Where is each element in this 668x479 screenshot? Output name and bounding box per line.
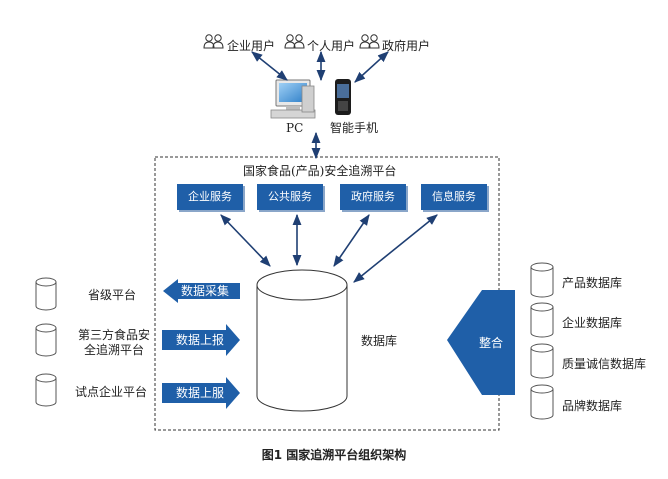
quality-db-icon (530, 343, 554, 379)
pc-label: PC (286, 121, 304, 135)
data-report-label: 数据上报 (176, 333, 225, 347)
platform-title: 国家食品(产品)安全追溯平台 (243, 164, 397, 178)
third-party-platform-label-2: 全追溯平台 (84, 343, 145, 357)
service-public: 公共服务 (257, 184, 323, 210)
figure-caption: 图1 国家追溯平台组织架构 (261, 448, 407, 462)
individual-user-icon (284, 34, 305, 49)
phone-icon (335, 79, 351, 115)
data-report2-arrow (162, 377, 240, 409)
service-government: 政府服务 (340, 184, 406, 210)
third-party-platform-label-1: 第三方食品安 (78, 328, 151, 342)
provincial-platform-label: 省级平台 (88, 288, 137, 302)
enterprise-db-label: 企业数据库 (562, 316, 623, 330)
phone-label: 智能手机 (330, 121, 379, 135)
central-database-cylinder (256, 269, 348, 412)
data-collect-arrow (163, 279, 240, 303)
data-collect-label: 数据采集 (181, 284, 230, 298)
enterprise-user-label: 企业用户 (227, 39, 276, 53)
enterprise-db-icon (530, 302, 554, 338)
individual-user-label: 个人用户 (307, 39, 356, 53)
service-information: 信息服务 (421, 184, 487, 210)
pilot-db-icon (35, 373, 57, 407)
database-label: 数据库 (361, 334, 398, 348)
data-report-arrow (162, 324, 240, 356)
government-user-icon (359, 34, 380, 49)
quality-db-label: 质量诚信数据库 (562, 357, 647, 371)
brand-db-label: 品牌数据库 (562, 399, 623, 413)
integrate-label: 整合 (479, 336, 504, 350)
product-db-icon (530, 262, 554, 298)
pc-icon (270, 79, 316, 119)
integrate-arrow (447, 290, 515, 395)
product-db-label: 产品数据库 (562, 276, 623, 290)
pilot-platform-label: 试点企业平台 (75, 385, 148, 399)
provincial-db-icon (35, 277, 57, 311)
brand-db-icon (530, 384, 554, 420)
enterprise-user-icon (203, 34, 224, 49)
third-party-db-icon (35, 323, 57, 357)
government-user-label: 政府用户 (382, 39, 431, 53)
data-report2-label: 数据上服 (176, 386, 225, 400)
service-enterprise: 企业服务 (177, 184, 243, 210)
